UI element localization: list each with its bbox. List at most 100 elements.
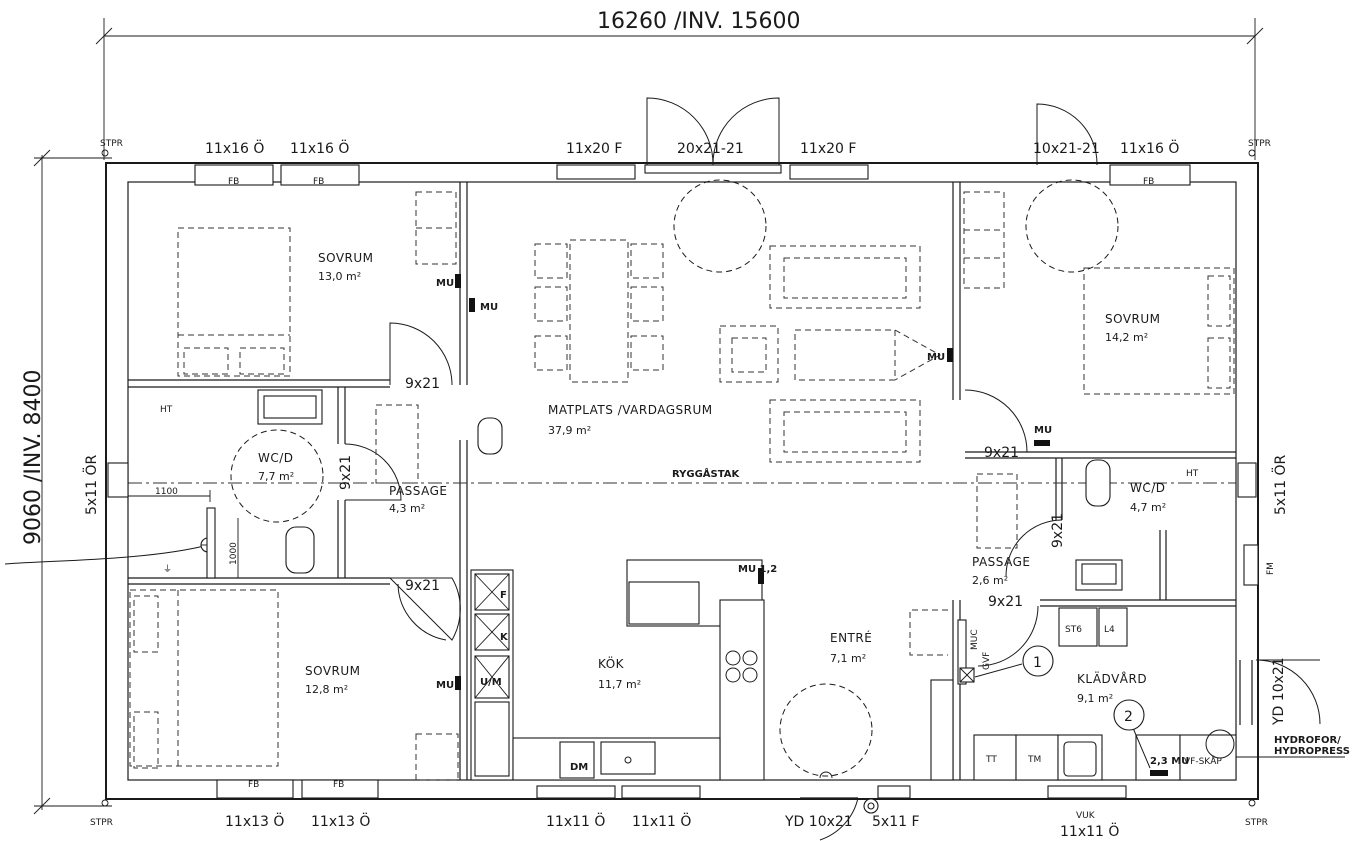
fb-label-3: FB (1143, 177, 1154, 187)
bedroom-3-furniture (963, 179, 1235, 395)
wc-left-fixtures (230, 389, 324, 574)
ht-label-left: HT (160, 405, 173, 415)
door-swing-3 (388, 577, 461, 641)
mu23-label: 2,3 MU (1150, 756, 1189, 767)
window-label-right-door: YD 10x21 (1271, 657, 1287, 726)
dimension-lines (33, 18, 1264, 815)
door-swing-6 (977, 605, 1039, 667)
room-area-wcd-2: 4,7 m² (1130, 501, 1166, 514)
entry-door (800, 797, 879, 841)
kitchen-k-label: K (500, 632, 509, 643)
st6-label: ST6 (1065, 625, 1082, 635)
muc-label: MUC (970, 629, 980, 650)
room-name-kok: KÖK (598, 655, 625, 671)
door-swing-2 (344, 443, 402, 501)
mu-marker-3 (455, 676, 461, 690)
callout-2 (1113, 699, 1145, 731)
entre-furniture (779, 609, 975, 781)
window-label-top-6: 10x21-21 (1033, 141, 1100, 157)
room-area-passage-1: 4,3 m² (389, 502, 425, 515)
room-area-entre: 7,1 m² (830, 652, 866, 665)
living-room-furniture (477, 179, 942, 463)
room-name-sovrum-3: SOVRUM (1105, 312, 1161, 326)
window-label-bottom-6: 5x11 F (872, 814, 920, 830)
window-label-bottom-4: 11x11 Ö (632, 812, 691, 830)
window-label-bottom-5: YD 10x21 (784, 814, 853, 830)
mu-label-4: MU (927, 352, 945, 363)
fb-label-4: FB (248, 780, 259, 790)
mu-label-1: MU (436, 278, 454, 289)
passage-left-furniture (375, 404, 419, 484)
mu-label-2: MU (480, 302, 498, 313)
kitchen-f-label: F (500, 590, 507, 601)
bottom-windows (216, 779, 1127, 799)
door-swing-4 (964, 389, 1028, 453)
kitchen-fixtures (470, 559, 765, 781)
tt-label: TT (985, 755, 997, 765)
wc-right-fixtures (1075, 459, 1123, 591)
door-label-1: 9x21 (405, 376, 440, 392)
door-swing-1 (389, 322, 453, 386)
overall-width-label: 16260 /INV. 15600 (597, 9, 801, 34)
room-name-wcd-1: WC/D (258, 451, 294, 465)
room-name-passage-2: PASSAGE (972, 555, 1031, 569)
right-side-door (1239, 659, 1321, 725)
vfskap-label: VF-SKÅP (1184, 755, 1222, 767)
kitchen-dm-label: DM (570, 762, 588, 773)
door-label-2: 9x21 (338, 455, 354, 490)
window-label-right: 5x11 ÖR (1271, 455, 1289, 515)
mu12-label: MU 1,2 (738, 564, 777, 575)
dim-1000: 1000 (229, 542, 239, 565)
room-name-matplats: MATPLATS /VARDAGSRUM (548, 403, 713, 417)
window-label-top-1: 11x16 Ö (205, 139, 264, 157)
dim-1100: 1100 (155, 487, 178, 497)
kitchen-um-label: U/M (480, 677, 502, 688)
callout-1-label: 1 (1033, 655, 1042, 671)
mu-marker-5 (1034, 440, 1050, 446)
overall-height-label: 9060 /INV. 8400 (21, 369, 46, 545)
gvf-label: GVF (982, 652, 992, 670)
callout-1 (1022, 645, 1054, 677)
side-windows (107, 462, 1259, 586)
room-name-wcd-2: WC/D (1130, 481, 1166, 495)
fb-label-2: FB (313, 177, 324, 187)
room-area-sovrum-1: 13,0 m² (318, 270, 361, 283)
ht-label-right: HT (1186, 469, 1199, 479)
window-label-top-4: 20x21-21 (677, 141, 744, 157)
window-label-bottom-7: 11x11 Ö (1060, 822, 1119, 840)
kladvard-fixtures (973, 607, 1237, 781)
mu-label-5: MU (1034, 425, 1052, 436)
fb-label-1: FB (228, 177, 239, 187)
window-label-top-3: 11x20 F (566, 141, 622, 157)
room-area-sovrum-3: 14,2 m² (1105, 331, 1148, 344)
corner-label-tr: STPR (1248, 139, 1271, 149)
bedroom-2-furniture (129, 589, 459, 781)
ridge-label: RYGGÅSTAK (672, 467, 741, 480)
mu-marker-2 (469, 298, 475, 312)
room-area-matplats: 37,9 m² (548, 424, 591, 437)
mu-marker-4 (947, 348, 953, 362)
vuk-label: VUK (1076, 811, 1096, 821)
window-label-bottom-3: 11x11 Ö (546, 812, 605, 830)
room-name-passage-1: PASSAGE (389, 484, 448, 498)
room-name-kladvard: KLÄDVÅRD (1077, 671, 1147, 686)
window-label-bottom-2: 11x13 Ö (311, 812, 370, 830)
room-name-sovrum-1: SOVRUM (318, 251, 374, 265)
hydropress-label: HYDROPRESS (1274, 746, 1350, 757)
room-area-wcd-1: 7,7 m² (258, 470, 294, 483)
external-pointer (4, 544, 209, 565)
hydrofor-label: HYDROFOR/ (1274, 735, 1341, 746)
door-label-5: 9x21 (1050, 513, 1066, 548)
room-area-passage-2: 2,6 m² (972, 574, 1008, 587)
window-label-left: 5x11 ÖR (82, 455, 100, 515)
room-area-kladvard: 9,1 m² (1077, 692, 1113, 705)
door-swing-5 (1005, 519, 1063, 577)
fm-label: FM (1266, 562, 1276, 575)
interior-walls (128, 182, 1236, 780)
door-swing-3b (397, 583, 447, 641)
room-name-sovrum-2: SOVRUM (305, 664, 361, 678)
corner-label-br: STPR (1245, 818, 1268, 828)
mu-marker-1 (455, 274, 461, 288)
room-area-kok: 11,7 m² (598, 678, 641, 691)
